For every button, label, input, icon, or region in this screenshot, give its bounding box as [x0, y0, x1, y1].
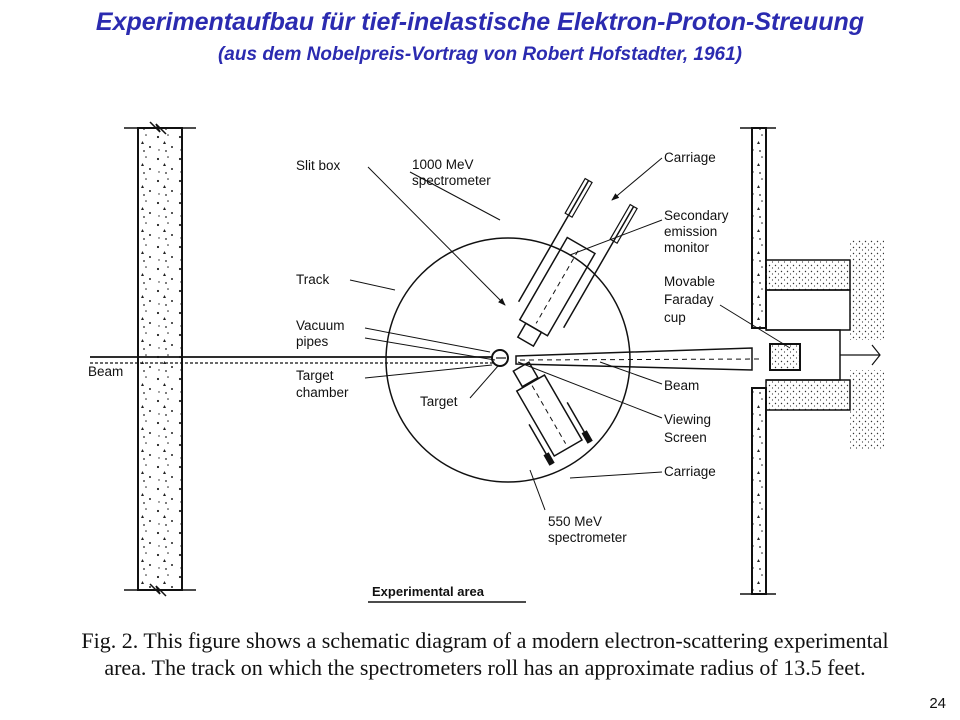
label-vacuum-a: Vacuum [296, 318, 345, 333]
beam-line [90, 347, 761, 371]
label-target-chamber-b: chamber [296, 385, 349, 400]
label-1000mev-b: spectrometer [412, 173, 491, 188]
spectrometer-550mev [512, 361, 593, 466]
label-secondary-b: emission [664, 224, 717, 239]
label-1000mev-a: 1000 MeV [412, 157, 474, 172]
right-shield-wall [740, 127, 884, 595]
label-experimental-area: Experimental area [372, 584, 485, 599]
left-shield-wall [124, 121, 196, 597]
label-carriage-top: Carriage [664, 150, 716, 165]
label-viewing-a: Viewing [664, 412, 711, 427]
label-550mev-a: 550 MeV [548, 514, 602, 529]
label-secondary-c: monitor [664, 240, 710, 255]
label-movable-b: Faraday [664, 292, 714, 307]
label-target: Target [420, 394, 458, 409]
slide-title: Experimentaufbau für tief-inelastische E… [95, 8, 865, 36]
page-number: 24 [929, 695, 946, 712]
label-beam-left: Beam [88, 364, 123, 379]
slide-subtitle: (aus dem Nobelpreis-Vortrag von Robert H… [217, 44, 743, 65]
label-beam-right: Beam [664, 378, 699, 393]
label-slit-box: Slit box [296, 158, 341, 173]
spectrometer-1000mev [516, 177, 638, 348]
label-viewing-b: Screen [664, 430, 707, 445]
label-secondary-a: Secondary [664, 208, 729, 223]
label-movable-a: Movable [664, 274, 715, 289]
leader-lines [349, 157, 791, 511]
faraday-cup [769, 343, 801, 371]
label-carriage-bottom: Carriage [664, 464, 716, 479]
label-target-chamber-a: Target [296, 368, 334, 383]
label-vacuum-b: pipes [296, 334, 329, 349]
label-movable-c: cup [664, 310, 686, 325]
label-550mev-b: spectrometer [548, 530, 627, 545]
label-track: Track [296, 272, 329, 287]
figure-caption: Fig. 2. This figure shows a schematic di… [81, 628, 889, 680]
